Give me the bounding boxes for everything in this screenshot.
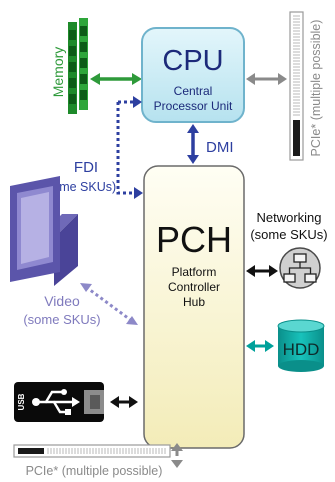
network-icon [279, 247, 321, 289]
dmi-link [187, 124, 199, 164]
fdi-note: (some SKUs) [42, 180, 116, 194]
video-label: Video [44, 293, 80, 309]
hdd-label: HDD [283, 340, 320, 359]
pcie-slot-horizontal-icon [13, 444, 171, 458]
fdi-arrow-top [133, 96, 142, 108]
networking-note: (some SKUs) [250, 227, 327, 242]
pcie-bottom-pch-link [171, 443, 183, 468]
monitor-icon [10, 176, 78, 286]
usb-label: USB [17, 393, 26, 410]
cpu-pcie-link [246, 73, 287, 85]
pcie-right-label: PCIe* (multiple possible) [309, 20, 323, 157]
pcie-bottom-label: PCIe* (multiple possible) [26, 464, 163, 478]
usb-pch-link [110, 396, 138, 408]
cpu-box [141, 27, 245, 123]
dmi-label: DMI [206, 139, 234, 156]
usb-icon [14, 382, 104, 422]
network-pch-link [246, 265, 278, 277]
memory-cpu-link [90, 73, 142, 85]
pch-box [143, 165, 245, 449]
fdi-label: FDI [74, 159, 98, 176]
pch-subtitle-line3: Hub [183, 295, 205, 309]
pcie-slot-vertical-icon [289, 11, 304, 161]
cpu-subtitle-line2: Processor Unit [154, 99, 233, 113]
cpu-subtitle-line1: Central [174, 84, 213, 98]
fdi-link [116, 100, 136, 195]
fdi-arrow-bottom [134, 187, 143, 199]
networking-label: Networking [256, 210, 321, 225]
pch-title: PCH [156, 219, 232, 260]
hdd-icon [277, 319, 325, 372]
memory-module-icon [68, 18, 88, 114]
hdd-pch-link [246, 340, 274, 352]
video-pch-link [80, 283, 138, 325]
pch-subtitle-line1: Platform [172, 265, 217, 279]
cpu-title: CPU [162, 45, 223, 77]
memory-label: Memory [50, 47, 66, 98]
video-note: (some SKUs) [23, 312, 100, 327]
pch-subtitle-line2: Controller [168, 280, 220, 294]
